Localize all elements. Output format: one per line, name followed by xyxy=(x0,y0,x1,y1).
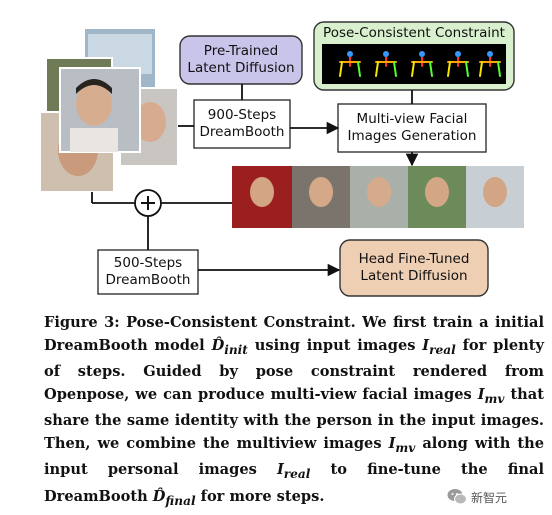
caption-text: using input images xyxy=(247,336,423,354)
dreambooth-900-box xyxy=(193,99,291,149)
caption-text: to fine-tune the final DreamBooth xyxy=(44,461,544,505)
wechat-icon xyxy=(447,489,467,505)
figure: Pre-Trained Latent Diffusion 900-Steps D… xyxy=(39,21,524,297)
connectors xyxy=(91,84,419,277)
steps500-label: 500-Steps DreamBooth xyxy=(105,255,191,288)
watermark-text: 新智元 xyxy=(471,490,508,505)
math-d-init: D̂init xyxy=(211,336,248,357)
dreambooth-500-box xyxy=(97,249,199,295)
pose-constraint-title: Pose-Consistent Constraint xyxy=(323,24,505,41)
math-i-real: Ireal xyxy=(422,336,456,357)
caption-text: We first train a initial DreamBooth mode… xyxy=(44,314,545,354)
input-photo-stack xyxy=(39,27,179,193)
pose-skeletons xyxy=(339,51,501,77)
watermark: 新智元 xyxy=(447,487,507,507)
pretrained-label: Pre-Trained Latent Diffusion xyxy=(187,43,295,76)
caption-text: along with the input personal images xyxy=(44,434,544,479)
caption-text: for more steps. xyxy=(195,487,325,505)
finetuned-label: Head Fine-Tuned Latent Diffusion xyxy=(358,251,470,284)
caption-label: Figure 3: Pose-Consistent Constraint. xyxy=(44,314,356,331)
math-i-mv: Imv xyxy=(477,385,505,406)
pretrained-latent-diffusion-box xyxy=(179,35,303,85)
generated-image-row xyxy=(232,166,524,228)
caption-text: that share the same identity with the pe… xyxy=(44,385,544,452)
math-i-mv: Imv xyxy=(388,434,416,455)
figure-diagram xyxy=(39,21,524,297)
multiview-generation-box xyxy=(337,103,487,153)
multiview-label: Multi-view Facial Images Generation xyxy=(347,111,477,144)
math-d-final: D̂final xyxy=(152,487,196,508)
caption-text: for plenty of steps. Guided by pose cons… xyxy=(44,336,544,403)
math-i-real: Ireal xyxy=(276,461,311,482)
figure-caption: Figure 3: Pose-Consistent Constraint. We… xyxy=(44,312,544,512)
steps900-label: 900-Steps DreamBooth xyxy=(199,107,285,140)
